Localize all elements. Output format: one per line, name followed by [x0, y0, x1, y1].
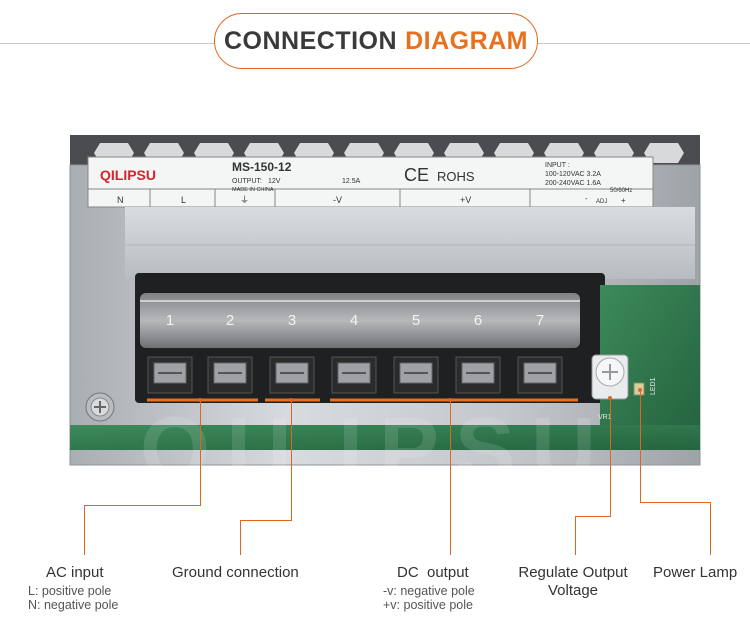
plate-output-voltage: 12V [268, 178, 281, 185]
plate-terminal-ground: ⏚ [240, 195, 249, 205]
label-plate-text: QILIPSU MS-150-12 OUTPUT: 12V 12.5A MADE… [100, 160, 632, 205]
plate-model: MS-150-12 [232, 160, 292, 174]
leader-ac [200, 400, 201, 505]
plate-adj-minus: - [585, 194, 588, 203]
watermark: QILIPSU [140, 400, 612, 490]
leader-dot-lamp [638, 388, 642, 392]
leader-ground [291, 400, 292, 520]
label-ac-line2: N: negative pole [28, 598, 119, 612]
leader-dot-ground [289, 398, 293, 402]
potentiometer [591, 354, 629, 400]
label-dc-output: DC output [397, 564, 469, 581]
label-dc-line2: +v: positive pole [383, 598, 473, 612]
label-dc-line1: -v: negative pole [383, 584, 475, 598]
label-plate-bg [87, 156, 654, 208]
leader-ac-h [84, 505, 201, 506]
terminal-number-4: 4 [350, 312, 358, 329]
title-part-2: DIAGRAM [405, 26, 528, 55]
chassis-front [125, 207, 695, 279]
plate-output-label: OUTPUT: [232, 178, 262, 185]
label-ground-connection: Ground connection [172, 564, 299, 581]
plate-input-freq: 50/60Hz [610, 188, 632, 194]
label-regulate-line2: Voltage [547, 582, 599, 599]
leader-ground-down [240, 520, 241, 555]
plate-adj-plus: + [621, 196, 626, 205]
plate-brand: QILIPSU [100, 167, 156, 183]
plate-input-line2: 200-240VAC 1.6A [545, 180, 601, 187]
power-supply-illustration: QILIPSU MS-150-12 OUTPUT: 12V 12.5A MADE… [69, 135, 701, 490]
leader-regulate-h [575, 516, 611, 517]
leader-regulate [610, 398, 611, 516]
terminal-numbers: 1 2 3 4 5 6 7 [166, 312, 544, 329]
pcb-mark-vr: VR1 [598, 414, 612, 421]
plate-input-line1: 100-120VAC 3.2A [545, 171, 601, 178]
label-ac-line1: L: positive pole [28, 584, 112, 598]
label-power-lamp: Power Lamp [653, 564, 738, 581]
pcb-bottom [70, 425, 700, 450]
leader-dot-regulate [608, 396, 612, 400]
terminal-number-5: 5 [412, 312, 420, 329]
plate-ce: CE [404, 165, 429, 185]
label-regulate-line1: Regulate Output [518, 564, 628, 581]
plate-rohs: ROHS [437, 169, 475, 184]
leader-dot-ac [198, 398, 202, 402]
plate-terminal-l: L [181, 195, 186, 205]
leader-ground-h [240, 520, 292, 521]
plate-output-current: 12.5A [342, 178, 361, 185]
terminal-number-6: 6 [474, 312, 482, 329]
title-rule-left [0, 43, 214, 44]
plate-input-label: INPUT : [545, 162, 570, 169]
plate-adj: ADJ [596, 199, 607, 205]
terminal-number-3: 3 [288, 312, 296, 329]
terminal-screws [147, 356, 563, 394]
pcb-mark-led: LED1 [650, 377, 657, 395]
plate-made-in: MADE IN CHINA [232, 187, 274, 193]
leader-lamp-down [710, 502, 711, 555]
plate-terminal-pos-v: +V [460, 195, 471, 205]
terminal-cover [140, 293, 580, 348]
title-rule-right [538, 43, 750, 44]
plate-terminal-n: N [117, 195, 124, 205]
leader-lamp [640, 390, 641, 502]
terminal-number-7: 7 [536, 312, 544, 329]
page-title: CONNECTION DIAGRAM [214, 13, 538, 69]
terminal-number-2: 2 [226, 312, 234, 329]
leader-dc [450, 400, 451, 555]
mount-screw [85, 392, 115, 422]
plate-terminal-neg-v: -V [333, 195, 342, 205]
leader-regulate-down [575, 516, 576, 555]
terminal-number-1: 1 [166, 312, 174, 329]
leader-ac-down [84, 505, 85, 555]
title-part-1: CONNECTION [224, 26, 398, 55]
leader-dot-dc [448, 398, 452, 402]
label-ac-input: AC input [46, 564, 104, 581]
leader-lamp-h [640, 502, 710, 503]
